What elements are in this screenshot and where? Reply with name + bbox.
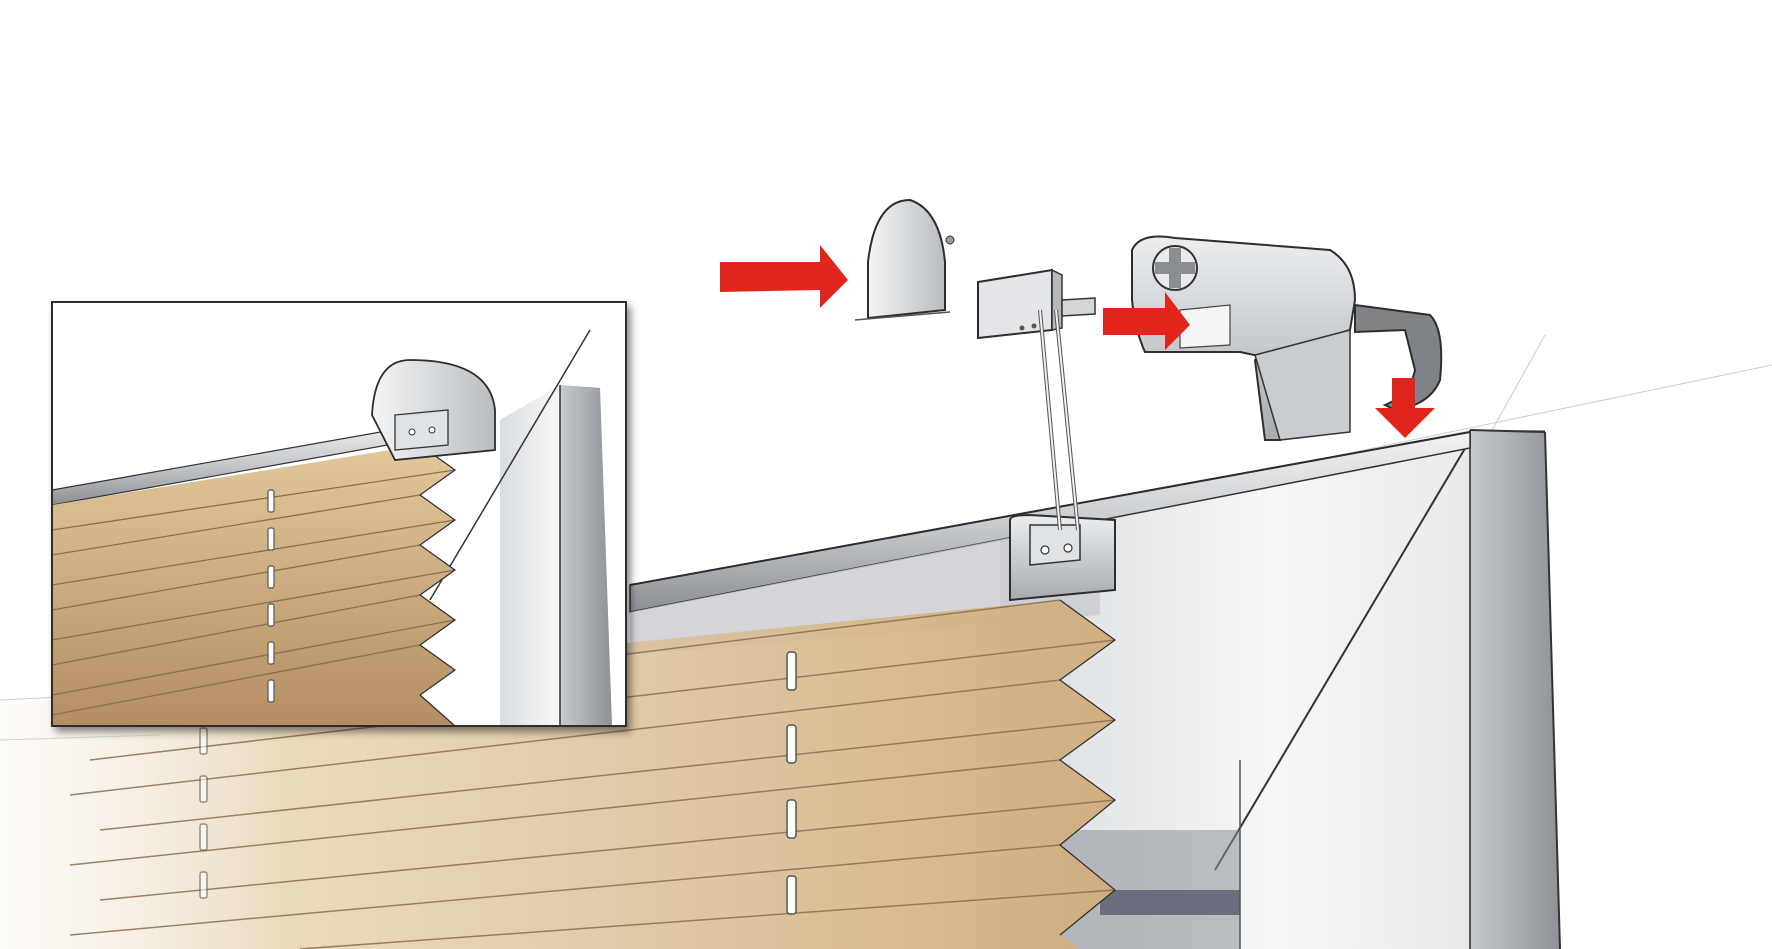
headrail-clip [1009,513,1116,602]
cord-holes [199,651,797,915]
arrow-clip [1103,292,1190,350]
detail-inset-content [52,329,612,726]
window-frame [1000,429,1561,949]
arrow-end-cap [720,245,848,308]
end-cap [854,198,955,321]
clip-mechanism [1131,235,1443,441]
mounting-bracket [977,268,1096,531]
arrow-bracket [1375,378,1435,438]
detail-inset-border [51,301,627,727]
